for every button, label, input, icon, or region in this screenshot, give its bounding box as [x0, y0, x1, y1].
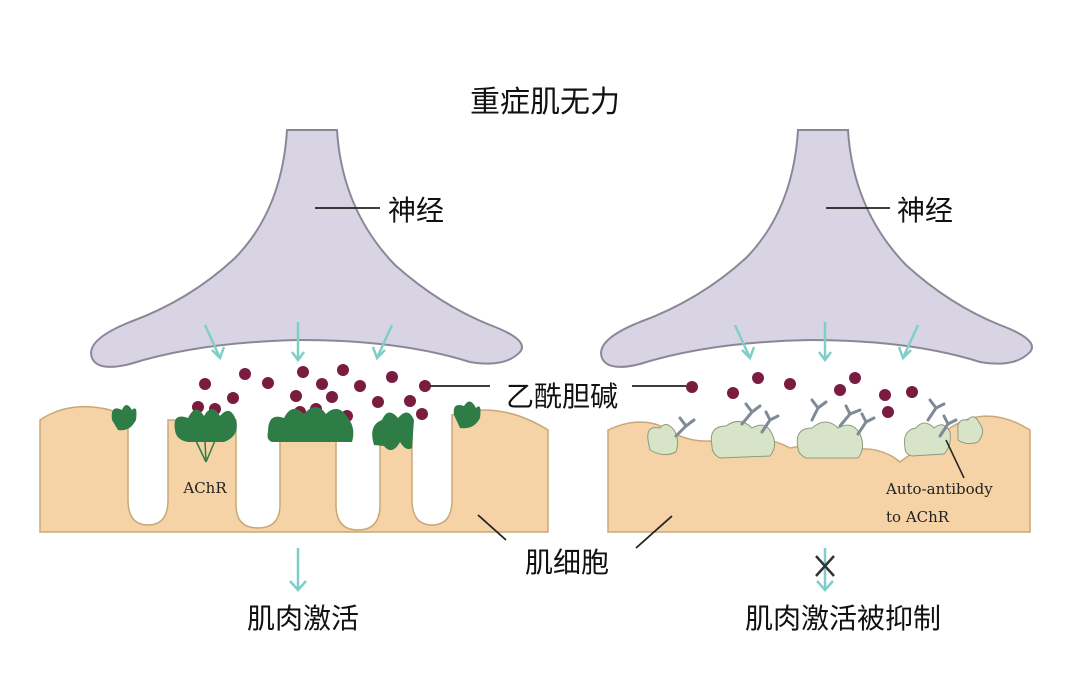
release-arrows-left: [203, 322, 394, 363]
nerve-terminal-right: [600, 129, 1033, 368]
inhibited-arrow: [816, 548, 834, 592]
muscle-cell-leader-right: [635, 515, 673, 549]
muscle-cell-label: 肌细胞: [525, 546, 609, 579]
achr-receptors-left: [111, 401, 481, 451]
autoantibody-label-line2: to AChR: [886, 508, 950, 526]
blocked-receptor: [796, 421, 864, 459]
achr-receptor: [174, 409, 237, 442]
autoantibody-pointer: [945, 439, 965, 479]
acetylcholine-left: [192, 364, 431, 422]
shared-labels: 乙酰胆碱 肌细胞: [430, 380, 686, 579]
achr-receptor: [372, 412, 414, 451]
muscle-activation-inhibited-label: 肌肉激活被抑制: [745, 602, 941, 635]
autoantibody-label-line1: Auto-antibody: [885, 480, 993, 498]
autoantibody: [760, 410, 780, 434]
release-arrow: [291, 322, 305, 363]
acetylcholine-right: [686, 372, 918, 418]
blocked-receptor: [957, 416, 984, 445]
muscle-cell-leader-left: [477, 514, 507, 541]
release-arrow: [897, 324, 920, 361]
muscle-activation-label: 肌肉激活: [247, 602, 359, 635]
achr-label: AChR: [182, 479, 227, 497]
autoantibody: [838, 404, 862, 428]
achr-pointer-lines: [187, 419, 223, 463]
release-arrow: [371, 324, 394, 361]
release-arrow: [733, 324, 756, 361]
inhibition-cross: [815, 555, 835, 577]
blocked-receptor: [904, 422, 951, 457]
acetylcholine-label: 乙酰胆碱: [506, 380, 618, 413]
autoantibody: [938, 414, 958, 438]
muscle-cell-left: [39, 405, 549, 533]
diagram-title: 重症肌无力: [470, 85, 620, 120]
autoantibodies: [674, 398, 958, 438]
autoantibody: [674, 416, 696, 438]
nerve-label-left: 神经: [388, 194, 444, 227]
activation-arrow: [289, 548, 307, 592]
release-arrows-right: [733, 322, 920, 363]
achr-receptor: [111, 405, 137, 431]
achr-receptor: [453, 401, 481, 429]
release-arrow: [818, 322, 832, 363]
nerve-label-right: 神经: [897, 194, 953, 227]
autoantibody: [926, 398, 946, 422]
blocked-receptors: [647, 416, 984, 459]
release-arrow: [203, 324, 226, 361]
blocked-receptor: [647, 424, 679, 456]
myasthenia-junction-panel: 神经 Auto-antibody to AChR 肌肉激活被抑制: [600, 129, 1033, 635]
normal-junction-panel: AChR 神经 肌肉激活: [39, 129, 549, 635]
autoantibody: [810, 398, 828, 422]
autoantibody: [856, 412, 876, 436]
autoantibody: [740, 402, 762, 426]
achr-receptor: [267, 407, 354, 442]
nerve-terminal-left: [90, 129, 523, 368]
